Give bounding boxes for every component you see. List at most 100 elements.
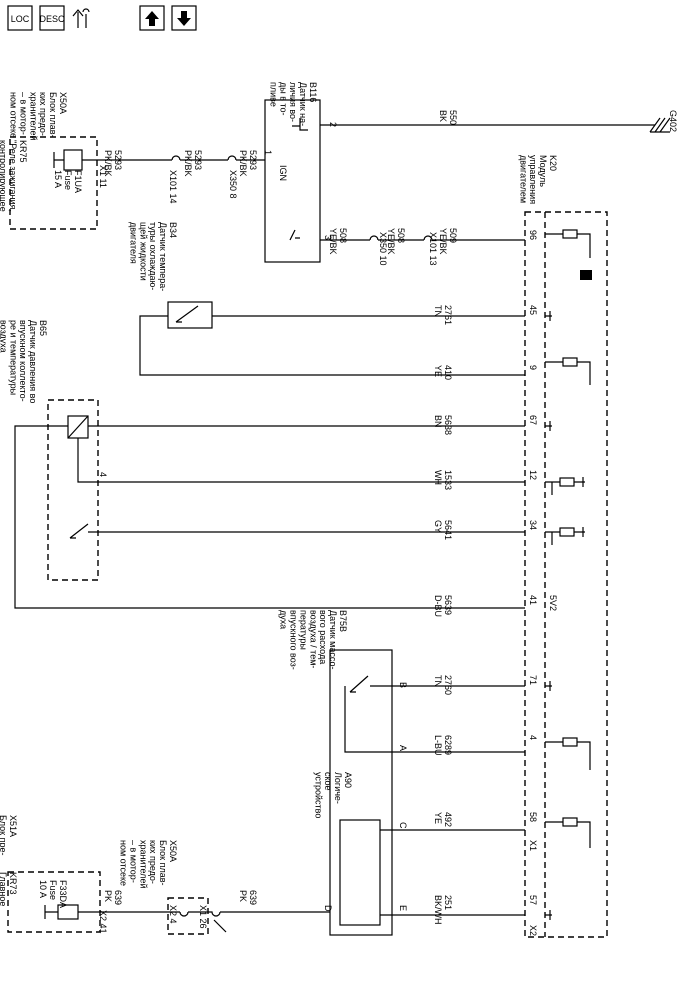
x50a-bottom-label: X50AБлок плав-ких предо-хранителей– в мо… [119, 840, 179, 889]
w5641-label: 5641GY [433, 520, 453, 540]
pin-d-label: D [323, 905, 333, 912]
x101-14-label: X101 14 [168, 170, 178, 204]
pin-b-label: B [398, 682, 408, 688]
w492-label: 492YE [433, 812, 453, 827]
x50a-top-label: X50AБлок плав-ких предо-хранителей– в мо… [9, 92, 69, 141]
p9-label: 9 [528, 365, 538, 370]
k20-ecm-box [524, 211, 608, 938]
w2760-label: 2760TN [433, 675, 453, 695]
b65-sensor-box [47, 399, 99, 581]
b75b-thermistor-symbol [349, 675, 369, 693]
ecm-input-96 [545, 229, 591, 258]
wire-5639 [14, 425, 525, 609]
connector-x350-10 [369, 235, 379, 241]
wrench-arrow-icon[interactable] [72, 8, 90, 28]
b34-sensor-box [167, 301, 213, 329]
x2-41-label: X2 41 [98, 910, 108, 934]
x350-10-label: X350 10 [378, 232, 388, 266]
x1-label: X1 [528, 840, 538, 851]
pin-2-label: 2 [328, 122, 338, 127]
f33da-label: F33DAFuse10 A [38, 880, 68, 908]
w5638-label: 5638BN [433, 415, 453, 435]
down-arrow-icon [177, 11, 191, 26]
ground-71 [545, 681, 552, 691]
p96-label: 96 [528, 230, 538, 240]
f1ua-label: F1UAFuse15 A [53, 170, 83, 193]
g402-label: G402 [668, 110, 678, 132]
x350-8-label: X350 8 [228, 170, 238, 199]
x2-label: X2 [528, 925, 538, 936]
x51a-label: X51AБлок пре-дохрани-телей -панельприбор… [0, 815, 18, 855]
wire-410 [139, 315, 525, 376]
connector-x350-8 [227, 155, 237, 161]
w5639-label: 5639D-BU [433, 595, 453, 617]
connector-x101-14 [171, 155, 181, 161]
x50a-top-box [9, 136, 98, 230]
up-arrow-button[interactable] [139, 5, 165, 31]
b75b-sensor-box [329, 649, 393, 936]
wire-6289 [344, 686, 525, 753]
pin-1-label: 1 [263, 150, 273, 155]
pin-c-label: C [398, 822, 408, 829]
a90-logic-device [339, 819, 381, 926]
ecm-input-34 [545, 527, 585, 545]
b116-switch-symbol [289, 229, 300, 241]
ground-g402-icon [649, 117, 671, 133]
x1-11-label: X1 11 [98, 165, 108, 188]
connector-x101-13 [423, 235, 433, 241]
w5293b-label: 5293PK/BK [183, 150, 203, 177]
w508b-label: 508YE/BK [386, 228, 406, 255]
ecm-input-58 [545, 817, 591, 848]
p58-label: 58 [528, 812, 538, 822]
b116-sensor-box [264, 99, 321, 263]
p34-label: 34 [528, 520, 538, 530]
w509-label: 509YE/BK [438, 228, 458, 255]
p45-label: 45 [528, 305, 538, 315]
ecm-input-9 [545, 357, 591, 385]
pin-a-label: A [398, 745, 408, 751]
b34-thermistor-symbol [175, 305, 199, 323]
ground-45 [545, 311, 552, 321]
label-layer: KR75"Реле зажигания,контролирующееэлемен… [0, 82, 678, 936]
b116-label: B116Датчик на-личия во-ды в то-пливе [268, 82, 318, 126]
connector-x1-26 [213, 919, 227, 933]
ign-label: IGN [278, 165, 288, 181]
ground-67 [545, 421, 552, 431]
loc-button[interactable]: LOC [7, 5, 33, 31]
p41-label: 41 [528, 595, 538, 605]
ecm-input-12 [545, 477, 585, 495]
b65-pressure-symbol [67, 415, 89, 439]
p4b-label: 4 [528, 735, 538, 740]
b65-thermistor-symbol [69, 523, 89, 539]
w251-label: 251BK/WH [433, 895, 453, 925]
down-arrow-button[interactable] [171, 5, 197, 31]
w6289-label: 6289L-BU [433, 735, 453, 756]
wire-1533 [77, 438, 525, 483]
p57-label: 57 [528, 895, 538, 905]
kr73-relay-contact [44, 905, 100, 919]
k20-label: K20Модульуправлениядвигателем [518, 155, 558, 204]
x51a-box [7, 871, 101, 933]
b116-ground-symbol [292, 118, 308, 131]
b65-label: B65Датчик давления вовпускном коллекто-р… [0, 320, 48, 403]
w639a-label: 639PK [103, 890, 123, 905]
desc-button[interactable]: DESC [39, 5, 65, 31]
desc-label: DESC [39, 14, 65, 24]
connector-x2-4 [179, 911, 189, 917]
loc-label: LOC [11, 14, 30, 24]
p71-label: 71 [528, 675, 538, 685]
w1533-label: 1533WH [433, 470, 453, 490]
x101-13-label: X101 13 [428, 232, 438, 266]
w639b-label: 639PK [238, 890, 258, 905]
b75b-label: B75BДатчик массо-вого расходавоздуха / т… [279, 610, 348, 670]
up-arrow-icon [145, 11, 159, 26]
x1-26-label: X1 26 [198, 905, 208, 929]
w5293c-label: 5293PK/BK [238, 150, 258, 177]
kr73-label: KR73Главноереле за-жигания [0, 872, 18, 907]
fuse-f1ua [63, 149, 83, 171]
x50a-bottom-box [167, 897, 209, 935]
w5293a-label: 5293PK/BK [103, 150, 123, 177]
pin-3-label: 3 [323, 235, 333, 240]
w550-label: 550BK [438, 110, 458, 125]
